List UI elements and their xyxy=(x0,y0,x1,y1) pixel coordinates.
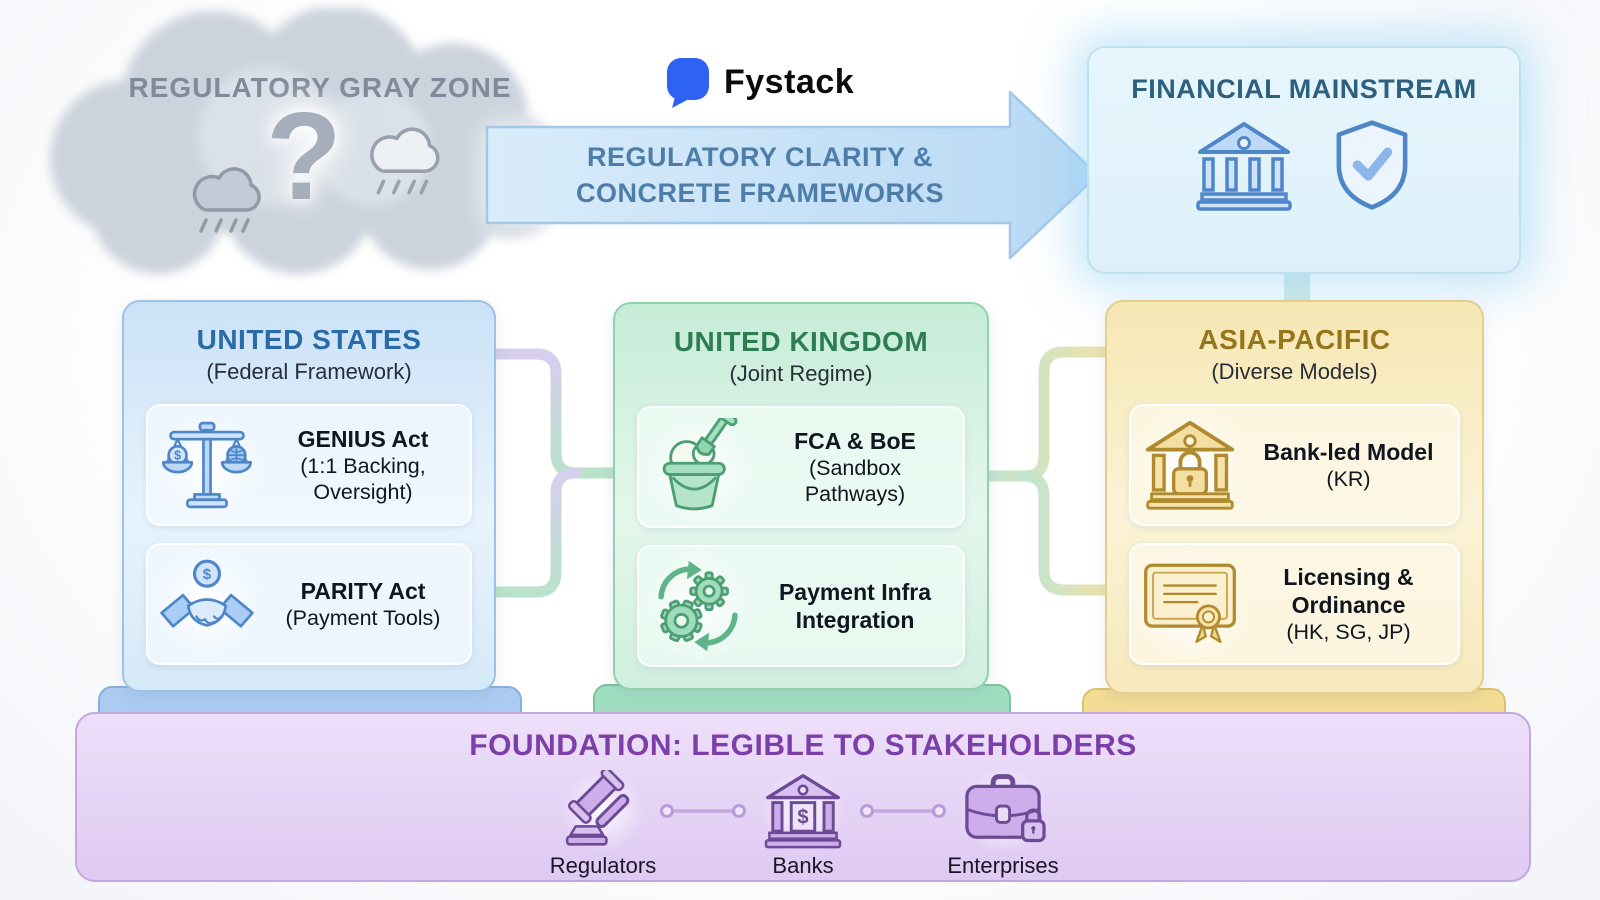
stakeholder-label: Regulators xyxy=(549,853,657,878)
cloud-rain-icon xyxy=(370,127,440,195)
briefcase-lock-icon xyxy=(957,771,1049,851)
stakeholder-banks: $ Banks xyxy=(748,771,858,879)
bank-dollar-icon: $ xyxy=(761,771,845,851)
uk-subtitle: (Joint Regime) xyxy=(729,361,873,386)
uk-card1-text: FCA & BoE (Sandbox Pathways) xyxy=(794,427,916,507)
dollar-glyph: $ xyxy=(203,566,212,583)
stakeholder-enterprises: Enterprises xyxy=(947,771,1059,879)
gavel-icon xyxy=(562,770,644,851)
question-mark: ? xyxy=(266,88,342,226)
apac-card2-text: Licensing & Ordinance (HK, SG, JP) xyxy=(1283,563,1414,644)
dollar-glyph: $ xyxy=(174,449,181,463)
stakeholder-row: Regulators $ xyxy=(77,770,1529,879)
handshake-icon: $ xyxy=(148,545,266,663)
stakeholder-label: Enterprises xyxy=(947,853,1059,878)
apac-card-bank-led: Bank-led Model (KR) xyxy=(1129,404,1460,526)
uk-card-fca-boe: FCA & BoE (Sandbox Pathways) xyxy=(637,406,965,528)
uk-card2-text: Payment Infra Integration xyxy=(778,578,932,633)
uk-card-payment-infra: Payment Infra Integration xyxy=(637,545,965,667)
financial-mainstream-title: FINANCIAL MAINSTREAM xyxy=(1131,74,1477,104)
stakeholder-regulators: Regulators xyxy=(548,770,658,879)
cloud-rain-icon xyxy=(192,167,261,233)
bank-lock-icon xyxy=(1131,406,1249,524)
shield-check-icon xyxy=(1336,120,1408,210)
arrow-caption: REGULATORY CLARITY & CONCRETE FRAMEWORKS xyxy=(505,139,1015,211)
scales-icon: $ xyxy=(148,406,266,524)
us-card-genius-act: $ GENIUS Act (1:1 Backing, Oversight) xyxy=(146,404,472,526)
column-asia-pacific: ASIA-PACIFIC (Diverse Models) xyxy=(1105,300,1484,694)
mainstream-icons xyxy=(1089,119,1519,211)
column-bracket-connectors xyxy=(484,346,1116,598)
speech-bubble-logo-icon xyxy=(667,58,709,108)
us-card2-text: PARITY Act (Payment Tools) xyxy=(285,577,441,630)
brand-logo: Fystack xyxy=(664,56,854,108)
column-united-states: UNITED STATES (Federal Framework) xyxy=(122,300,496,692)
apac-title: ASIA-PACIFIC xyxy=(1198,324,1391,355)
us-subtitle: (Federal Framework) xyxy=(206,359,412,384)
clarity-arrow xyxy=(485,90,1100,260)
certificate-icon xyxy=(1131,545,1249,663)
us-card-parity-act: $ PARITY Act (Payment Tools) xyxy=(146,543,472,665)
brand-name: Fystack xyxy=(724,62,855,101)
apac-card-licensing: Licensing & Ordinance (HK, SG, JP) xyxy=(1129,543,1460,665)
uk-title: UNITED KINGDOM xyxy=(673,326,929,357)
storm-cloud-icon xyxy=(50,8,572,274)
apac-subtitle: (Diverse Models) xyxy=(1211,359,1378,384)
us-card1-text: GENIUS Act (1:1 Backing, Oversight) xyxy=(297,425,429,505)
foundation-band: FOUNDATION: LEGIBLE TO STAKEHOLDERS xyxy=(75,712,1531,882)
bank-icon xyxy=(1196,122,1292,211)
stakeholder-connector xyxy=(860,804,946,818)
column-united-kingdom: UNITED KINGDOM (Joint Regime) xyxy=(613,302,989,690)
regulatory-gray-zone-cloud: REGULATORY GRAY ZONE ? xyxy=(38,8,586,284)
gray-zone-title: REGULATORY GRAY ZONE xyxy=(128,72,512,103)
arrow-caption-line1: REGULATORY CLARITY & xyxy=(586,142,934,172)
gears-sync-icon xyxy=(639,547,757,665)
us-title: UNITED STATES xyxy=(196,324,422,355)
financial-mainstream-box: FINANCIAL MAINSTREAM xyxy=(1087,46,1521,274)
stakeholder-label: Banks xyxy=(772,853,834,878)
apac-card1-text: Bank-led Model (KR) xyxy=(1263,438,1434,491)
arrow-caption-line2: CONCRETE FRAMEWORKS xyxy=(576,178,944,208)
stakeholder-connector xyxy=(660,804,746,818)
foundation-title: FOUNDATION: LEGIBLE TO STAKEHOLDERS xyxy=(469,729,1137,762)
dollar-glyph: $ xyxy=(797,807,808,829)
sand-bucket-icon xyxy=(639,408,757,526)
